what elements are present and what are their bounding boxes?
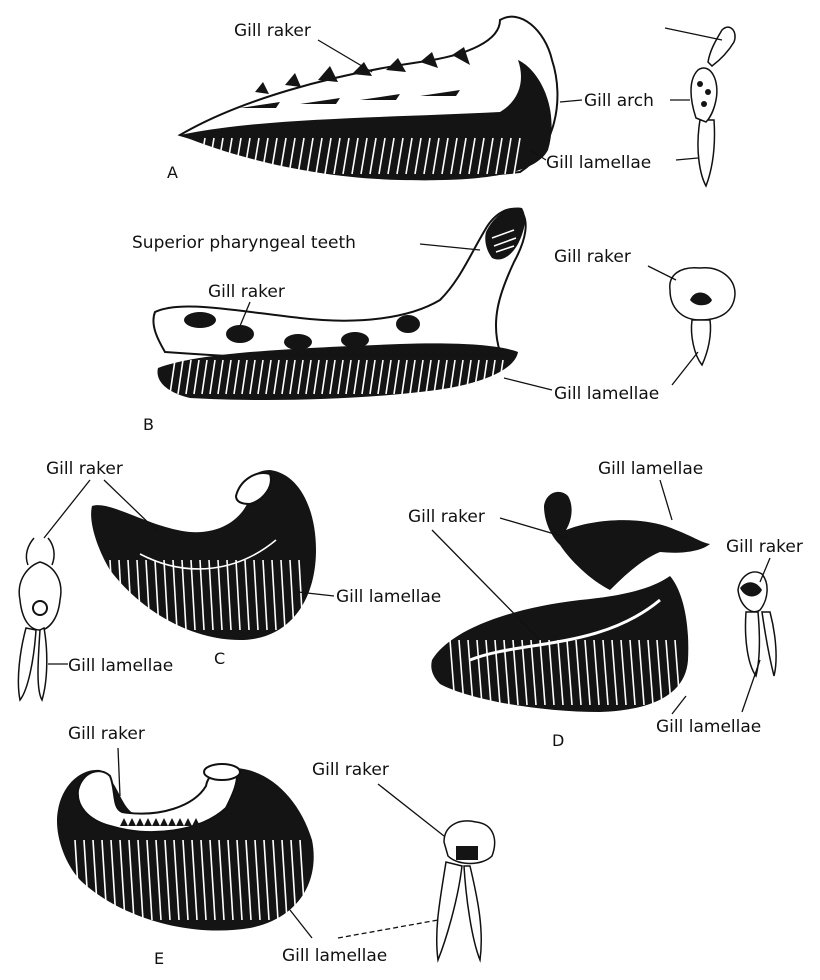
- panel-d-letter: D: [552, 731, 564, 750]
- panel-d-arch-body: [431, 576, 688, 712]
- panel-b-label-lamellae: Gill lamellae: [554, 384, 659, 404]
- panel-d-label-raker: Gill raker: [408, 507, 485, 527]
- panel-c: Gill raker Gill lamellae Gill lamellae C: [18, 459, 441, 700]
- panel-a-label-lamellae: Gill lamellae: [546, 153, 651, 173]
- panel-a-letter: A: [167, 163, 178, 182]
- panel-c-detail: [18, 538, 60, 700]
- panel-a-label-arch: Gill arch: [584, 91, 654, 111]
- panel-d-label-raker-detail: Gill raker: [726, 537, 803, 557]
- panel-c-label-raker: Gill raker: [46, 459, 123, 479]
- panel-b-letter: B: [143, 415, 154, 434]
- panel-b-label-raker-detail: Gill raker: [554, 247, 631, 267]
- panel-b-label-teeth: Superior pharyngeal teeth: [132, 233, 356, 253]
- panel-d-detail: [738, 572, 776, 676]
- panel-c-letter: C: [214, 649, 225, 668]
- panel-a: Gill raker Gill arch Gill lamellae A: [167, 17, 735, 186]
- panel-e-label-raker-detail: Gill raker: [312, 760, 389, 780]
- panel-e-label-lamellae: Gill lamellae: [282, 946, 387, 966]
- panel-a-label-raker: Gill raker: [234, 21, 311, 41]
- panel-d-label-lamellae-top: Gill lamellae: [598, 459, 703, 479]
- panel-e-detail: [437, 821, 495, 960]
- panel-e: Gill raker Gill raker Gill lamellae E: [57, 724, 495, 968]
- panel-e-letter: E: [154, 949, 164, 968]
- panel-c-label-lamellae: Gill lamellae: [336, 587, 441, 607]
- panel-b: Superior pharyngeal teeth Gill raker Gil…: [132, 207, 735, 434]
- panel-d: Gill lamellae Gill raker Gill raker Gill…: [408, 459, 803, 750]
- panel-a-detail: [691, 27, 735, 186]
- panel-d-label-lamellae: Gill lamellae: [656, 717, 761, 737]
- panel-b-label-raker: Gill raker: [208, 282, 285, 302]
- panel-d-upper-limb: [544, 492, 710, 590]
- panel-c-label-lamellae-detail: Gill lamellae: [68, 656, 173, 676]
- panel-b-detail: [670, 268, 735, 365]
- panel-e-label-raker: Gill raker: [68, 724, 145, 744]
